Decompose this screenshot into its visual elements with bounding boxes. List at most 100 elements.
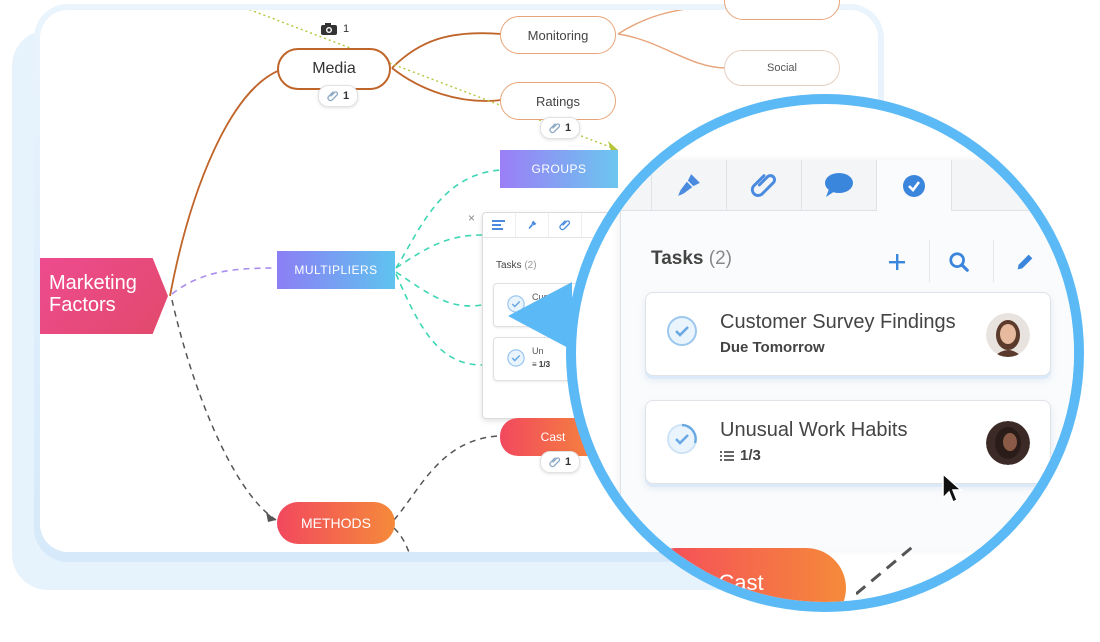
ratings-attachment-badge[interactable]: 1 [540, 117, 581, 139]
ratings-attachment-count: 1 [565, 122, 572, 134]
brush-icon [678, 174, 700, 196]
cast-attachment-count: 1 [565, 456, 572, 468]
root-node-marketing-factors[interactable]: Marketing Factors [40, 258, 168, 334]
task-2-title: Unusual Work Habits [720, 419, 908, 441]
check-circle-icon [903, 174, 925, 197]
camera-count: 1 [343, 23, 350, 35]
node-groups-label: GROUPS [531, 162, 587, 176]
avatar [986, 313, 1030, 357]
arrow-head-methods [266, 512, 276, 522]
link-root-media [169, 69, 281, 297]
node-monitoring[interactable]: Monitoring [500, 16, 616, 54]
node-ratings[interactable]: Ratings [500, 82, 616, 120]
media-attachment-badge[interactable]: 1 [318, 85, 359, 107]
node-monitoring-label: Monitoring [527, 27, 589, 43]
paperclip-icon [327, 91, 339, 102]
small-tab-attach[interactable] [549, 213, 582, 237]
cast-attachment-badge[interactable]: 1 [540, 451, 581, 473]
task-1-due: Due Tomorrow [720, 339, 825, 356]
small-panel-title: Tasks (2) [496, 260, 613, 271]
paperclip-icon [559, 220, 571, 231]
task-panel-count: (2) [708, 248, 732, 269]
arrow-head [608, 141, 618, 151]
tab-style[interactable] [652, 160, 727, 210]
link-multipliers-a [395, 234, 483, 269]
tab-tasks[interactable] [877, 160, 952, 211]
node-social-label: Social [767, 62, 797, 74]
edit-tasks-button[interactable] [1005, 244, 1045, 280]
node-cast-magnified-label: Cast [718, 570, 764, 595]
avatar [986, 421, 1030, 465]
task-check-icon [507, 349, 525, 367]
link-methods-cast [393, 435, 499, 521]
comment-icon [825, 173, 853, 197]
link-monitoring-top [617, 10, 685, 35]
magnifier-pointer [508, 282, 572, 350]
link-root-multipliers [171, 267, 277, 295]
tab-attachments[interactable] [727, 160, 802, 210]
camera-badge[interactable]: 1 [320, 22, 349, 36]
link-monitoring-social [617, 33, 727, 69]
small-panel-count: (2) [524, 260, 537, 271]
brush-icon [528, 220, 537, 229]
node-multipliers[interactable]: MULTIPLIERS [277, 251, 395, 289]
task-2-progress-value: 1/3 [740, 447, 761, 464]
search-icon [949, 252, 969, 272]
small-panel-title-text: Tasks [496, 260, 522, 271]
node-cast-magnified[interactable]: Cast [636, 548, 846, 602]
small-tab-brush[interactable] [516, 213, 549, 237]
small-panel-close-icon[interactable]: × [468, 211, 476, 225]
node-methods[interactable]: METHODS [277, 502, 395, 544]
add-task-button[interactable] [877, 244, 917, 280]
task-2-progress: 1/3 [720, 447, 761, 464]
small-task-2-title: Un [532, 346, 544, 356]
node-multipliers-label: MULTIPLIERS [294, 263, 378, 277]
magnifier-lens: Tasks (2) Customer Survey Findings Due T… [576, 104, 1074, 602]
task-panel-title: Tasks (2) [651, 248, 732, 270]
tab-comments[interactable] [802, 160, 877, 210]
toolbar-divider [929, 240, 930, 282]
magnifier-ring: Tasks (2) Customer Survey Findings Due T… [566, 94, 1084, 612]
checklist-icon [720, 450, 734, 461]
node-social[interactable]: Social [724, 50, 840, 86]
pencil-icon [1017, 254, 1033, 270]
text-lines-icon [492, 220, 505, 230]
paperclip-icon [750, 174, 776, 197]
link-multipliers-b [395, 271, 483, 307]
plus-icon [889, 254, 905, 270]
task-panel: Tasks (2) Customer Survey Findings Due T… [620, 160, 1074, 550]
task-progress-icon[interactable] [666, 423, 698, 455]
small-tab-text[interactable] [483, 213, 516, 237]
text-lines-icon [626, 179, 644, 189]
search-tasks-button[interactable] [939, 244, 979, 280]
toolbar-divider [993, 240, 994, 282]
task-card-2[interactable]: Unusual Work Habits 1/3 [645, 400, 1051, 484]
paperclip-icon [549, 123, 561, 134]
node-groups[interactable]: GROUPS [500, 150, 618, 188]
node-media-label: Media [312, 60, 356, 77]
node-methods-label: METHODS [301, 515, 371, 531]
link-media-monitoring [391, 32, 503, 69]
node-cast-label: Cast [540, 430, 566, 444]
node-media[interactable]: Media [277, 48, 391, 90]
task-panel-tabs [621, 160, 1074, 211]
node-partial-top[interactable] [724, 0, 840, 20]
link-root-methods [171, 299, 277, 521]
tab-more[interactable] [952, 160, 1012, 210]
task-check-icon[interactable] [666, 315, 698, 347]
tab-text[interactable] [621, 160, 652, 210]
mouse-cursor-icon [942, 472, 963, 504]
media-attachment-count: 1 [343, 90, 350, 102]
task-1-title: Customer Survey Findings [720, 311, 956, 333]
task-card-1[interactable]: Customer Survey Findings Due Tomorrow [645, 292, 1051, 376]
small-task-2-progress-value: 1/3 [538, 360, 551, 369]
small-task-2-progress: ≡ 1/3 [532, 360, 551, 369]
small-panel-tabs [483, 213, 613, 238]
link-multipliers-c [395, 273, 483, 366]
link-methods-down [393, 527, 410, 552]
paperclip-icon [549, 457, 561, 468]
root-label: Marketing Factors [49, 272, 137, 316]
task-panel-title-text: Tasks [651, 248, 704, 269]
node-ratings-label: Ratings [535, 93, 581, 109]
magnified-link [856, 542, 917, 596]
